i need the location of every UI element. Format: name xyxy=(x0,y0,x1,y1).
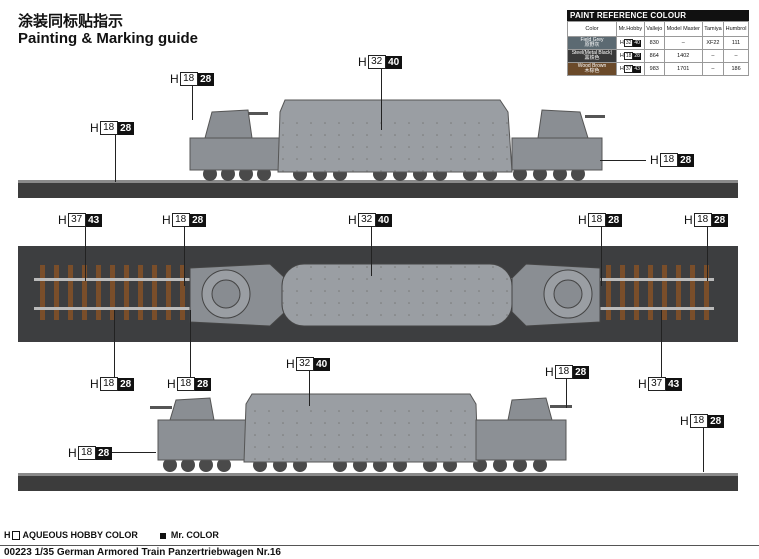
leader-line xyxy=(184,226,185,286)
footer-title: 00223 1/35 German Armored Train Panzertr… xyxy=(4,547,281,558)
leader-line xyxy=(661,310,662,378)
leader-line xyxy=(371,226,372,276)
title-english: Painting & Marking guide xyxy=(18,30,199,47)
title-chinese: 涂装同标贴指示 xyxy=(18,12,124,30)
swatch-steel: Steel(Metal Black)黑铁色 xyxy=(567,49,617,63)
leader-line xyxy=(85,226,86,281)
leader-line xyxy=(190,310,191,378)
leader-line xyxy=(112,452,156,453)
leader-line xyxy=(707,226,708,281)
paint-reference-table: PAINT REFERENCE COLOUR Color Mr.Hobby Va… xyxy=(567,10,749,76)
footer-divider xyxy=(0,545,759,546)
col-color: Color xyxy=(567,21,617,37)
leader-line xyxy=(703,426,704,472)
leader-line xyxy=(192,84,193,120)
leader-line xyxy=(115,134,116,182)
leader-line xyxy=(601,226,602,286)
legend-mr: Mr. COLOR xyxy=(159,530,219,540)
leader-line xyxy=(309,366,310,406)
paint-table-header: PAINT REFERENCE COLOUR xyxy=(567,10,749,21)
leader-line xyxy=(381,66,382,130)
leader-line xyxy=(566,376,567,408)
top-view-middle xyxy=(18,246,738,342)
side-view-top xyxy=(18,99,738,198)
side-view-bottom xyxy=(18,393,738,491)
leader-line xyxy=(114,310,115,378)
leader-line xyxy=(600,160,646,161)
